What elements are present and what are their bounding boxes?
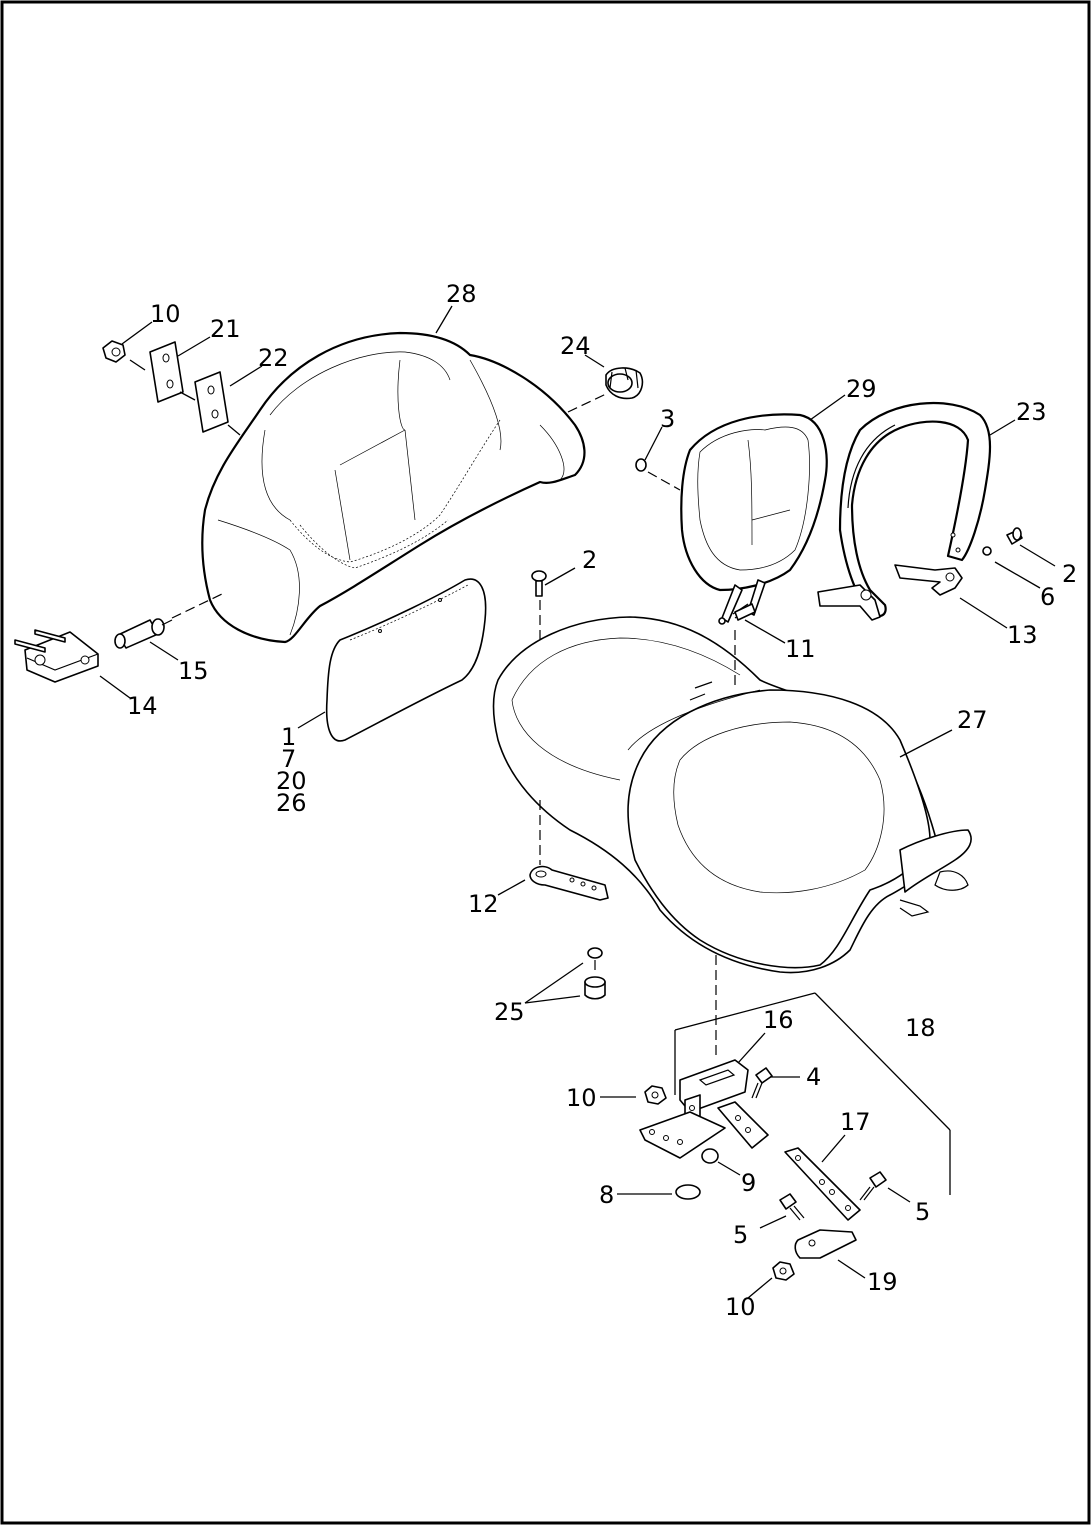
callout-19: 19 [867,1268,898,1296]
callout-10-mid: 10 [566,1084,597,1112]
bushing-and-clip [584,947,606,1000]
callout-1: 1 [281,723,296,751]
callout-18: 18 [905,1014,936,1042]
rider-backrest [680,413,828,625]
seat-hardware-11 [734,603,756,690]
callout-22: 22 [258,344,289,372]
callout-13: 13 [1007,621,1038,649]
callout-labels: 28 10 21 22 24 29 3 23 2 6 13 2 11 27 15… [127,280,1077,1321]
callout-2-right: 2 [1062,560,1077,588]
callout-29: 29 [846,375,877,403]
callout-leaders [99,305,1056,1299]
upright-bracket-parts [894,527,1023,596]
passenger-backrest [201,331,586,644]
callout-7: 7 [281,745,296,773]
callout-14: 14 [127,692,158,720]
callout-28: 28 [446,280,477,308]
callout-16: 16 [763,1006,794,1034]
backrest-upright [817,401,992,621]
callout-12: 12 [468,890,499,918]
callout-27: 27 [957,706,988,734]
callout-15: 15 [178,657,209,685]
callout-4: 4 [806,1063,821,1091]
backrest-mount-parts [102,340,241,436]
callout-6: 6 [1040,583,1055,611]
callout-10-top: 10 [150,300,181,328]
callout-25: 25 [494,998,525,1026]
callout-11: 11 [785,635,816,663]
screw-3 [635,458,681,491]
lower-mount-parts [772,1147,887,1281]
seat-mount-assembly [639,955,951,1200]
callout-24: 24 [560,332,591,360]
seat [492,616,972,974]
backrest-pad [325,578,487,742]
callout-5-right: 5 [915,1198,930,1226]
callout-17: 17 [840,1108,871,1136]
callout-10-bottom: 10 [725,1293,756,1321]
callout-23: 23 [1016,398,1047,426]
callout-9: 9 [741,1169,756,1197]
callout-21: 21 [210,315,241,343]
callout-3: 3 [660,405,675,433]
callout-20: 20 [276,767,307,795]
backrest-stud-and-bracket [14,593,223,683]
callout-2-seat: 2 [582,546,597,574]
seat-front-bracket [529,800,609,901]
callout-26: 26 [276,789,307,817]
grommet [567,367,644,413]
callout-5-left: 5 [733,1221,748,1249]
callout-8: 8 [599,1181,614,1209]
